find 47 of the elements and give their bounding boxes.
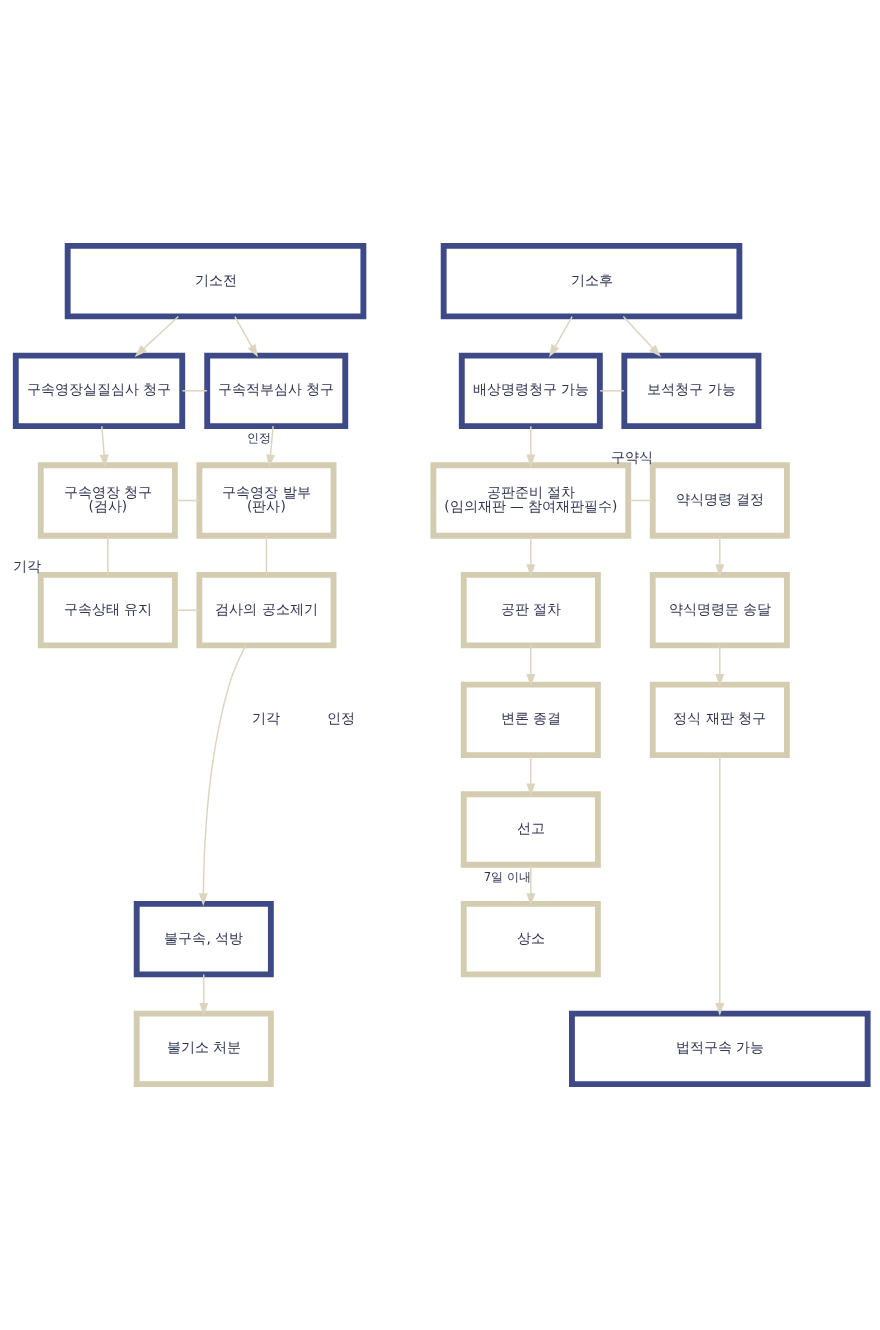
arrow	[99, 425, 109, 468]
arrow	[526, 864, 536, 906]
node-box: 기소전	[64, 243, 367, 320]
node-box: 정식 재판 청구	[649, 681, 790, 759]
arrow	[234, 315, 258, 358]
arrow	[549, 315, 573, 358]
arrow	[526, 754, 536, 797]
arrow	[198, 644, 247, 906]
edge-label: 인정	[247, 431, 272, 446]
connector	[181, 390, 208, 392]
label: 기각	[252, 710, 281, 727]
arrow	[715, 535, 725, 577]
arrow	[526, 644, 536, 687]
node-box: 변론 종결	[460, 681, 601, 759]
arrow	[715, 754, 725, 1016]
node-box: 구속영장실질심사 청구	[12, 352, 186, 429]
node-box: 기소후	[440, 243, 743, 320]
connector	[174, 499, 201, 502]
node-label: 구약식	[610, 448, 653, 465]
edge-label: 7일 이내	[483, 869, 531, 884]
node-box: 공판 절차	[460, 571, 601, 649]
arrow	[622, 315, 661, 358]
node-box: 보석청구 가능	[621, 352, 762, 429]
arrow	[526, 535, 536, 577]
node-box: 구속영장 발부 (판사)	[196, 462, 337, 539]
node-box: 구속영장 청구 (검사)	[37, 462, 178, 539]
arrow	[134, 315, 180, 357]
node-box: 법적구속 가능	[569, 1010, 871, 1087]
arrow	[715, 644, 725, 687]
connector	[174, 609, 201, 611]
arrow	[266, 425, 275, 468]
connector	[265, 535, 268, 576]
node-box: 약식명령문 송달	[649, 571, 790, 649]
connector	[599, 390, 625, 392]
node-box: 불구속, 석방	[133, 900, 274, 978]
node-box: 검사의 공소제기	[196, 571, 337, 649]
node-box: 배상명령청구 가능	[458, 352, 603, 429]
node-box: 약식명령 결정	[649, 462, 790, 539]
node-box: 상소	[460, 900, 601, 978]
arrow	[526, 425, 536, 468]
node-box: 불기소 처분	[133, 1010, 274, 1087]
arrow	[199, 973, 209, 1016]
node-box: 구속적부심사 청구	[204, 352, 349, 429]
label: 인정	[326, 710, 355, 727]
connector	[627, 499, 654, 502]
connector	[107, 535, 109, 576]
node-box: 선고	[460, 791, 601, 868]
